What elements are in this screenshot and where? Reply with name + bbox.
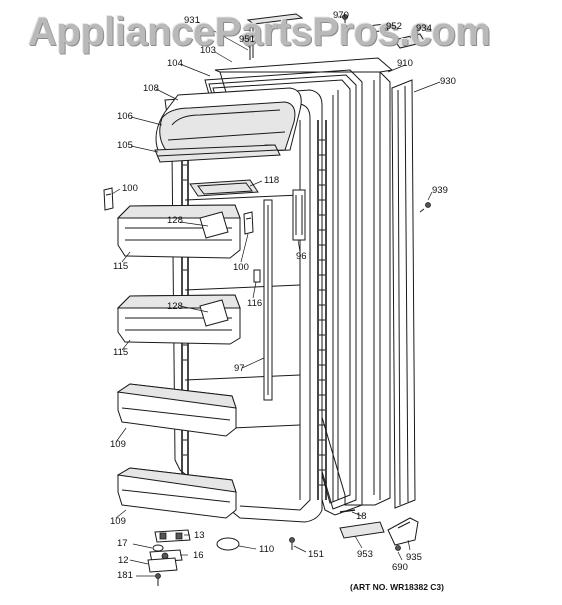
callout-label: 106: [117, 111, 133, 122]
hinge-cap-934: [393, 33, 426, 49]
liner-slot-pattern: [183, 139, 325, 486]
callout-label: 910: [397, 58, 413, 69]
cam-953: [339, 521, 385, 539]
door-bin-109-lower: [116, 467, 237, 519]
door-top-cap: [246, 13, 304, 60]
callout-label: 181: [117, 570, 133, 581]
callout-label: 951: [239, 34, 255, 45]
callout-label: 96: [296, 251, 307, 262]
door-bin-109-upper: [116, 383, 237, 437]
dairy-compartment: [154, 87, 302, 163]
door-bin-115-lower: [116, 294, 241, 345]
callout-label: 109: [110, 439, 126, 450]
callout-label: 934: [416, 23, 432, 34]
callout-label: 128: [167, 301, 183, 312]
clip-100-lower: [243, 211, 254, 235]
screw-690: [395, 545, 401, 551]
stop-110: [216, 537, 240, 551]
callout-label: 118: [264, 175, 280, 186]
callout-label: 13: [194, 530, 205, 541]
clip-116: [253, 269, 261, 283]
callout-label: 16: [193, 550, 204, 561]
shelf-rail-96: [292, 189, 306, 241]
door-bin-115-upper: [116, 204, 241, 259]
callout-label: 939: [432, 185, 448, 196]
screw-181: [155, 573, 161, 586]
callout-label: 109: [110, 516, 126, 527]
callout-label: 110: [259, 544, 275, 555]
watermark-text: AppliancePartsPros.com: [28, 10, 491, 54]
strip-18: [339, 509, 356, 513]
bushing-17: [152, 544, 164, 552]
handle-trim: [391, 79, 416, 509]
screw-151: [289, 537, 295, 550]
hinge-13: [154, 529, 191, 543]
callout-label: 18: [356, 511, 367, 522]
callout-label: 105: [117, 140, 133, 151]
callout-label: 128: [167, 215, 183, 226]
shelf-rail-97: [263, 199, 273, 401]
callout-label: 100: [233, 262, 249, 273]
screw-939: [419, 202, 431, 213]
callout-label: 151: [308, 549, 324, 560]
bracket-952: [367, 23, 389, 33]
callout-label: 108: [143, 83, 159, 94]
cam-935: [387, 517, 419, 546]
callout-label: 12: [118, 555, 129, 566]
art-number: (ART NO. WR18382 C3): [350, 582, 444, 592]
clip-100-upper: [103, 187, 114, 211]
hinge-bracket-12: [147, 557, 178, 573]
callout-label: 116: [247, 298, 263, 309]
callout-label: 930: [440, 76, 456, 87]
callout-label: 17: [117, 538, 128, 549]
callout-label: 115: [113, 261, 129, 272]
dairy-door-118: [189, 179, 259, 197]
callout-label: 104: [167, 58, 183, 69]
callout-label: 935: [406, 552, 422, 563]
callout-label: 970: [333, 10, 349, 21]
callout-label: 100: [122, 183, 138, 194]
callout-label: 103: [200, 45, 216, 56]
callout-label: 931: [184, 15, 200, 26]
callout-label: 690: [392, 562, 408, 573]
callout-label: 953: [357, 549, 373, 560]
callout-label: 952: [386, 21, 402, 32]
leader-lines: [111, 16, 441, 577]
callout-label: 115: [113, 347, 129, 358]
callout-label: 97: [234, 363, 245, 374]
